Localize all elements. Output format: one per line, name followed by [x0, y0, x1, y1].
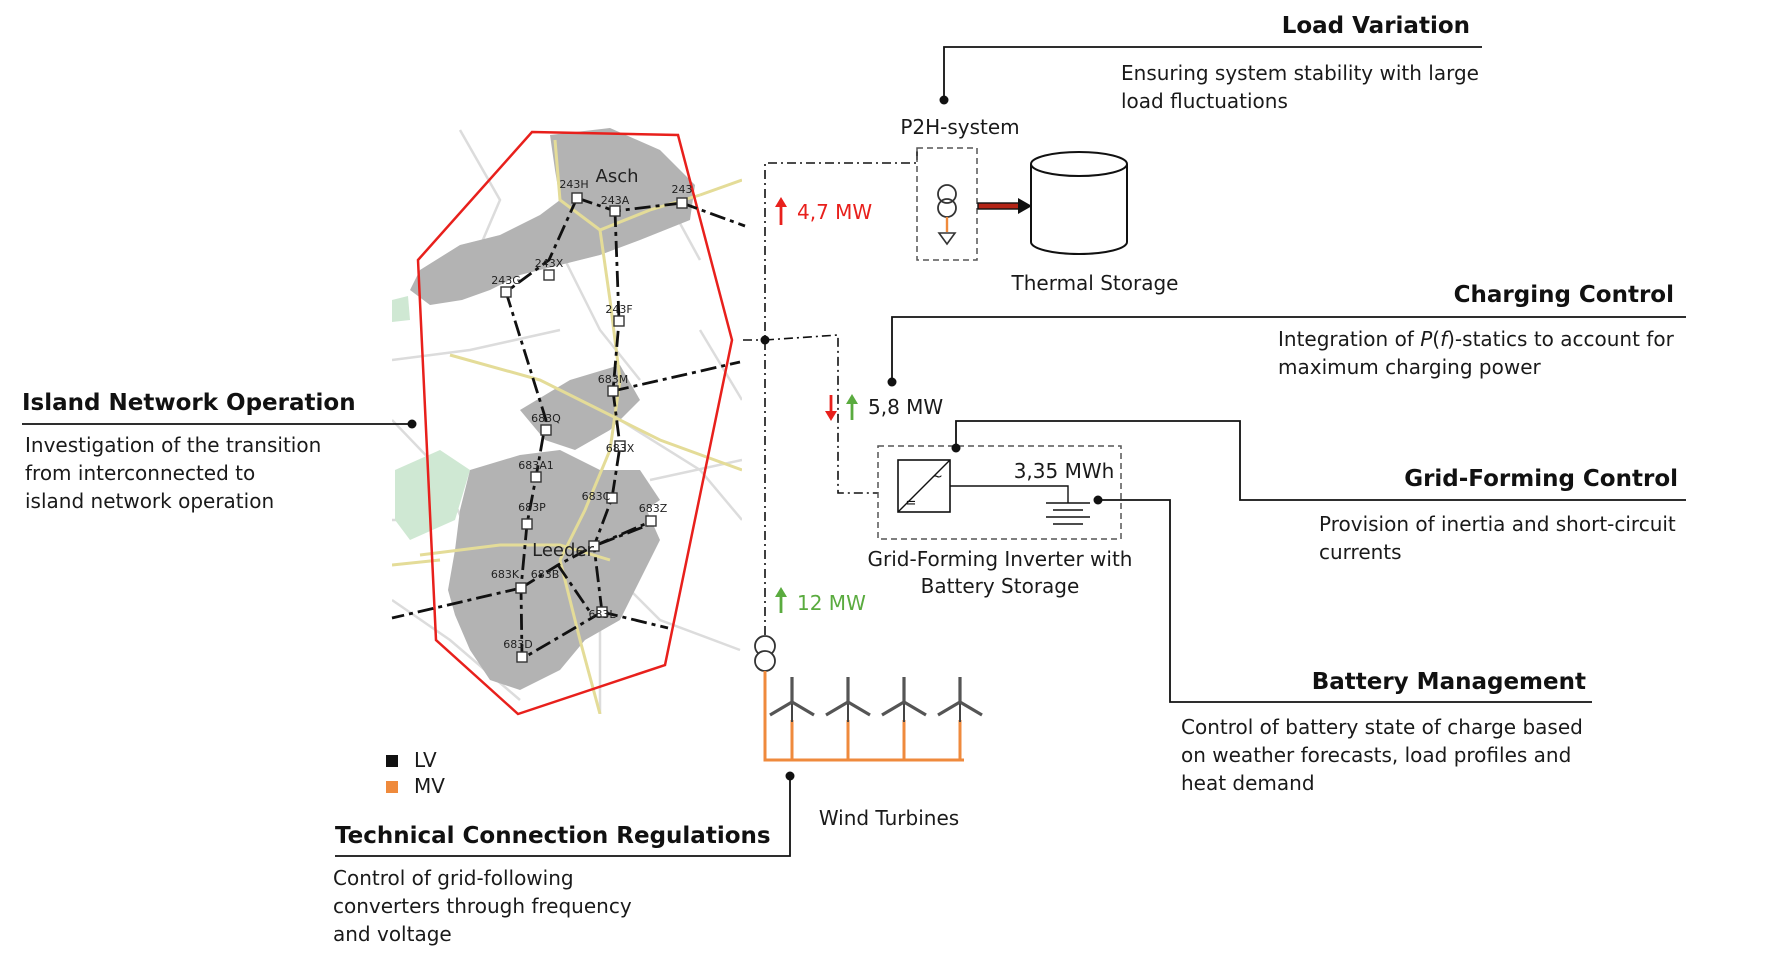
- mv-collector-cable: [763, 671, 964, 762]
- inverter-icon: ~ =: [897, 459, 951, 513]
- charging-control-p-symbol: P: [1420, 327, 1433, 351]
- arrow-up-green-icon: [775, 587, 787, 613]
- node-label: 243: [672, 183, 693, 196]
- grid-forming-title: Grid-Forming Control: [1404, 466, 1678, 492]
- network-map: Asch Leeder 243H 243A 243 243X 243G 243F…: [391, 128, 746, 716]
- node-label: 683M: [598, 373, 629, 386]
- wind-turbines-label: Wind Turbines: [819, 806, 959, 830]
- charging-control-f-symbol: f: [1440, 327, 1450, 351]
- charging-control-text-end: )-statics to account for: [1447, 327, 1674, 351]
- arrow-down-red-icon: [825, 395, 837, 421]
- technical-connection-title: Technical Connection Regulations: [335, 823, 771, 849]
- battery-icon: [1046, 502, 1090, 525]
- charging-control-desc-line2: maximum charging power: [1278, 355, 1542, 379]
- wind-power-label: 12 MW: [797, 591, 866, 615]
- mv-connection-lines: [743, 148, 918, 635]
- legend: LV MV: [386, 748, 445, 798]
- p2h-power-label: 4,7 MW: [797, 200, 872, 224]
- p2h-label: P2H-system: [900, 115, 1019, 139]
- technical-connection-desc-line3: and voltage: [333, 922, 452, 946]
- node-label: 243G: [491, 274, 521, 287]
- inverter-system-box: [877, 445, 1122, 540]
- leader-technical-connection: [335, 776, 791, 857]
- grid-forming-desc-line1: Provision of inertia and short-circuit: [1319, 512, 1676, 536]
- load-variation-desc-line2: load fluctuations: [1121, 89, 1288, 113]
- node-label: 683B: [531, 568, 560, 581]
- legend-mv-label: MV: [414, 774, 445, 798]
- wind-transformer-icon: [754, 635, 776, 672]
- node-label: 243X: [535, 257, 564, 270]
- node-label: 683L: [588, 608, 616, 621]
- wind-turbine-icon: [769, 677, 815, 722]
- inverter-label-line1: Grid-Forming Inverter with: [868, 547, 1133, 571]
- svg-text:~: ~: [931, 469, 943, 485]
- town-leeder: Leeder: [532, 540, 594, 561]
- wind-turbine-icon: [825, 677, 871, 722]
- arrow-up-red-icon: [775, 197, 787, 225]
- legend-lv-swatch: [386, 755, 398, 767]
- node-label: 243A: [601, 194, 630, 207]
- battery-management-desc-line3: heat demand: [1181, 771, 1315, 795]
- p2h-system-box: [916, 147, 978, 261]
- island-network-desc-line3: island network operation: [25, 489, 274, 513]
- node-label: 243F: [605, 303, 632, 316]
- island-network-desc-line2: from interconnected to: [25, 461, 255, 485]
- load-variation-desc-line1: Ensuring system stability with large: [1121, 61, 1479, 85]
- leader-grid-forming: [955, 420, 1686, 501]
- leader-battery-management: [1098, 499, 1592, 703]
- leader-charging-control: [891, 316, 1686, 382]
- battery-management-title: Battery Management: [1312, 669, 1586, 695]
- battery-capacity-label: 3,35 MWh: [1014, 459, 1115, 483]
- node-label: 683D: [503, 638, 532, 651]
- thermal-storage-label: Thermal Storage: [1011, 271, 1179, 295]
- node-label: 683A1: [518, 459, 554, 472]
- arrow-up-green-icon: [846, 394, 858, 420]
- charging-control-desc-line1: Integration of P(f)-statics to account f…: [1278, 327, 1675, 351]
- technical-connection-desc-line2: converters through frequency: [333, 894, 632, 918]
- node-label: 243H: [559, 178, 588, 191]
- load-variation-title: Load Variation: [1282, 13, 1470, 39]
- charging-control-text: Integration of: [1278, 327, 1420, 351]
- battery-connection-line: [950, 485, 1069, 503]
- legend-mv-swatch: [386, 781, 398, 793]
- wind-turbine-icon: [937, 677, 983, 722]
- inverter-label-line2: Battery Storage: [921, 574, 1080, 598]
- junction-dot: [760, 335, 770, 345]
- node-label: 683Q: [531, 412, 561, 425]
- heat-flow-arrow-icon: [977, 198, 1032, 214]
- island-network-title: Island Network Operation: [22, 390, 356, 416]
- technical-connection-desc-line1: Control of grid-following: [333, 866, 574, 890]
- thermal-storage-icon: [1030, 151, 1128, 255]
- battery-management-desc-line2: on weather forecasts, load profiles and: [1181, 743, 1571, 767]
- battery-management-desc-line1: Control of battery state of charge based: [1181, 715, 1583, 739]
- charging-control-title: Charging Control: [1454, 282, 1674, 308]
- node-label: 683X: [606, 442, 635, 455]
- svg-text:=: =: [906, 496, 917, 511]
- p2h-transformer-icon: [937, 184, 957, 246]
- node-label: 683C: [582, 490, 611, 503]
- leader-load-variation: [943, 46, 1482, 100]
- grid-forming-desc-line2: currents: [1319, 540, 1402, 564]
- node-label: 683P: [518, 501, 546, 514]
- town-asch: Asch: [596, 166, 639, 187]
- legend-lv-label: LV: [414, 748, 437, 772]
- island-network-desc-line1: Investigation of the transition: [25, 433, 321, 457]
- inverter-power-label: 5,8 MW: [868, 395, 943, 419]
- charging-control-paren: (: [1432, 327, 1440, 351]
- wind-turbine-icon: [881, 677, 927, 722]
- node-label: 683Z: [639, 502, 668, 515]
- node-label: 683K: [491, 568, 520, 581]
